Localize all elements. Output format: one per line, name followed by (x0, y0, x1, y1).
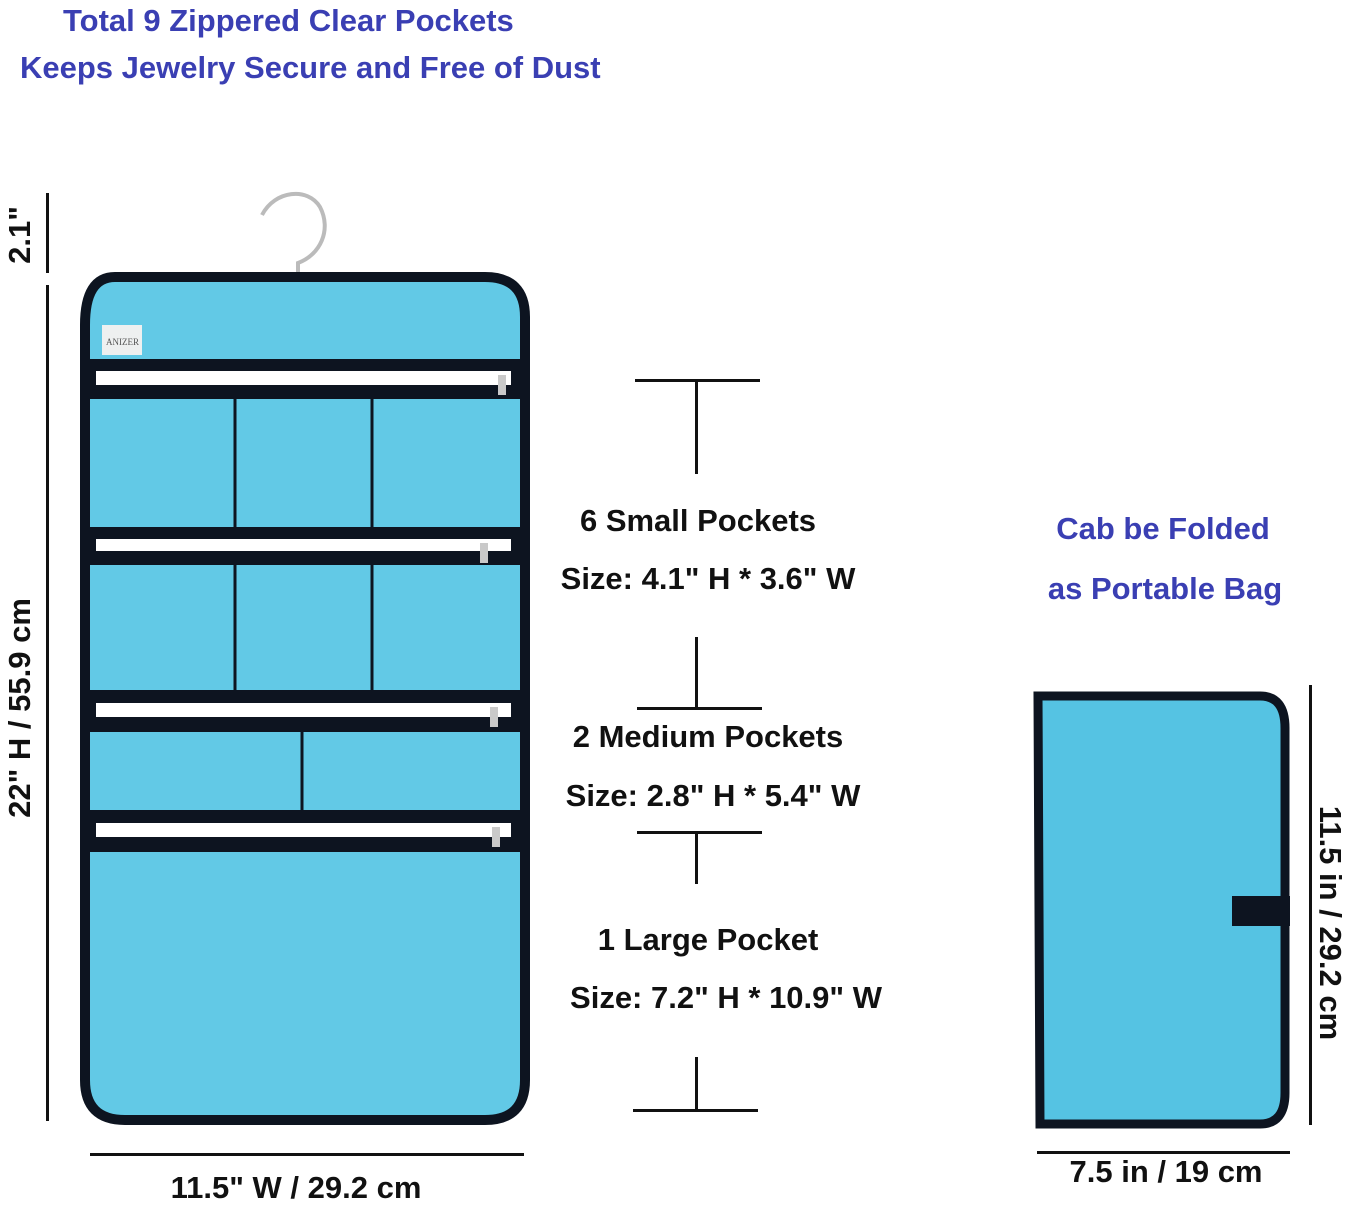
marker-stem (695, 832, 698, 884)
folded-caption-line2: as Portable Bag (1047, 571, 1283, 606)
marker-stem (695, 380, 698, 474)
folded-height-line (1309, 685, 1312, 1125)
subheadline: Keeps Jewelry Secure and Free of Dust (20, 50, 601, 85)
marker-stem (695, 637, 698, 709)
marker-bar (637, 831, 762, 834)
hanger-hook-icon (260, 191, 327, 277)
hook-height-label: 2.1" (2, 206, 37, 264)
folded-caption-line1: Cab be Folded (1056, 511, 1270, 546)
hook-dimension-line (46, 193, 49, 273)
width-dimension-line (90, 1153, 524, 1156)
medium-pockets-size: Size: 2.8" H * 5.4" W (565, 778, 861, 813)
brand-tag (102, 325, 142, 355)
large-pocket-size: Size: 7.2" H * 10.9" W (570, 980, 882, 1015)
width-label: 11.5" W / 29.2 cm (170, 1170, 422, 1205)
small-pockets-label: 6 Small Pockets (579, 503, 817, 538)
marker-bar (633, 1109, 758, 1112)
strap-icon (1232, 896, 1290, 926)
small-pockets-size: Size: 4.1" H * 3.6" W (560, 561, 856, 596)
large-pocket-label: 1 Large Pocket (597, 922, 819, 957)
marker-stem (695, 1057, 698, 1111)
hanging-organizer-image: ANIZER (80, 191, 530, 1125)
brand-tag-text: ANIZER (106, 337, 139, 347)
marker-bar (637, 707, 762, 710)
height-label: 22" H / 55.9 cm (2, 598, 37, 818)
folded-bag-image (1033, 691, 1290, 1129)
height-dimension-line (46, 285, 49, 1121)
folded-width-label: 7.5 in / 19 cm (1069, 1154, 1263, 1189)
folded-width-line (1037, 1151, 1290, 1154)
medium-pockets-label: 2 Medium Pockets (572, 719, 844, 754)
folded-height-label: 11.5 in / 29.2 cm (1313, 805, 1347, 1041)
headline: Total 9 Zippered Clear Pockets (63, 3, 514, 38)
